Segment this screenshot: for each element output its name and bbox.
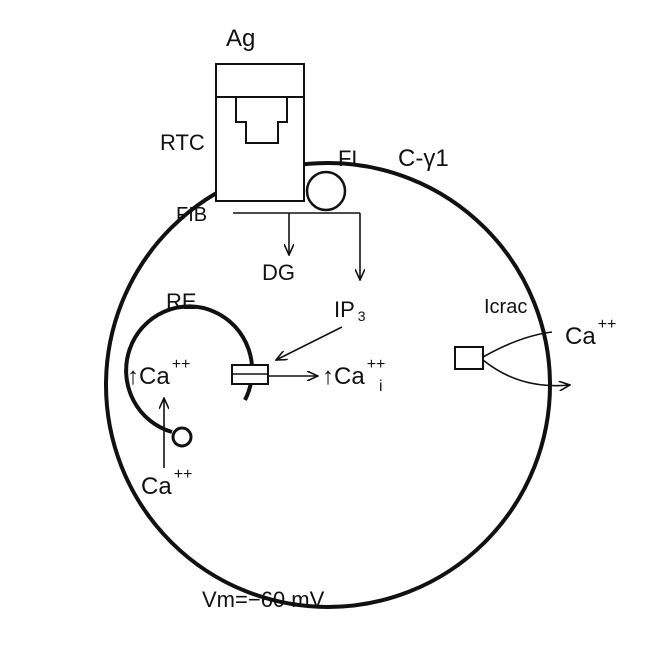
- label-ca-intracellular: ↑Ca++: [322, 356, 385, 390]
- reticulum-membrane: [124, 304, 255, 434]
- label-ca-outside: Ca++: [565, 316, 616, 350]
- icrac-channel: [454, 346, 484, 370]
- label-re: RE: [166, 289, 197, 314]
- receptor-box: [215, 96, 305, 202]
- label-membrane-potential: Vm=−60 mV: [202, 587, 325, 612]
- ip3-to-channel-arrow: [276, 326, 343, 360]
- ca-influx-curve-lower: [482, 359, 570, 386]
- label-ca-intracellular-sub: i: [379, 378, 383, 395]
- label-ca-reticulum: ↑Ca++: [127, 356, 190, 390]
- receptor-binding-site: [216, 96, 304, 144]
- label-c-gamma: C-γ1: [398, 145, 449, 172]
- label-ag: Ag: [226, 25, 255, 52]
- label-dg: DG: [262, 260, 295, 285]
- label-ca-bottom: Ca++: [141, 466, 192, 500]
- label-fib: FIB: [176, 204, 207, 226]
- label-fl: FL: [338, 146, 364, 171]
- ca-influx-curve-upper: [482, 331, 553, 358]
- fl-enzyme: [305, 170, 347, 212]
- label-icrac: Icrac: [484, 296, 527, 318]
- re-pump: [171, 426, 193, 448]
- label-rtc: RTC: [160, 130, 205, 155]
